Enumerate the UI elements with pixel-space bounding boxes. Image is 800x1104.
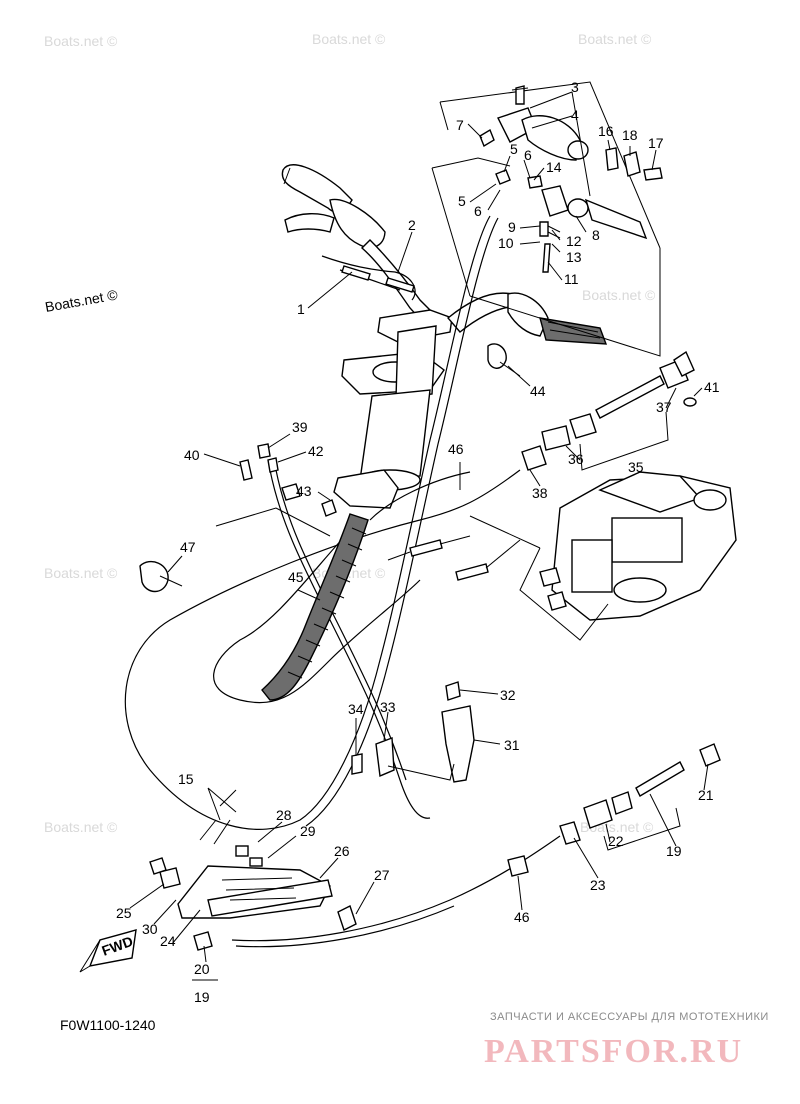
handlebar-assembly [281, 81, 663, 509]
callout-7: 7 [456, 117, 464, 133]
callout-numbers: 1 2 3 4 5 5 6 6 7 8 9 10 11 12 13 14 15 … [116, 79, 720, 1005]
callout-29: 29 [300, 823, 316, 839]
callout-43: 43 [296, 483, 312, 499]
callout-9: 9 [508, 219, 516, 235]
callout-40: 40 [184, 447, 200, 463]
callout-15: 15 [178, 771, 194, 787]
callout-6b: 6 [474, 203, 482, 219]
watermark: Boats.net © [578, 31, 652, 47]
callout-18: 18 [622, 127, 638, 143]
callout-13: 13 [566, 249, 582, 265]
forward-arrow-icon: FWD [79, 929, 137, 973]
bracket-assembly [149, 681, 475, 951]
callout-30: 30 [142, 921, 158, 937]
callout-19: 19 [666, 843, 682, 859]
callout-44: 44 [530, 383, 546, 399]
callout-11: 11 [564, 271, 579, 287]
callout-26: 26 [334, 843, 350, 859]
callout-8: 8 [592, 227, 600, 243]
cable-routing [124, 215, 561, 948]
callout-22: 22 [608, 833, 624, 849]
callout-31: 31 [504, 737, 520, 753]
callout-2: 2 [408, 217, 416, 233]
callout-33: 33 [380, 699, 396, 715]
watermark: Boats.net © [44, 286, 120, 315]
callout-16: 16 [598, 123, 614, 139]
callout-47: 47 [180, 539, 196, 555]
diagram-code: F0W1100-1240 [60, 1017, 156, 1033]
callout-38: 38 [532, 485, 548, 501]
cable-tie-group [139, 343, 521, 593]
carburetor-assembly [469, 471, 737, 641]
callout-46: 46 [448, 441, 464, 457]
watermark: Boats.net © [44, 819, 118, 835]
callout-3: 3 [571, 79, 579, 95]
callout-27: 27 [374, 867, 390, 883]
callout-39: 39 [292, 419, 308, 435]
footer-tagline: ЗАПЧАСТИ И АКСЕССУАРЫ ДЛЯ МОТОТЕХНИКИ [490, 1011, 769, 1023]
callout-1: 1 [297, 301, 305, 317]
cable-end-parts-upper [521, 350, 697, 471]
callout-20: 20 [194, 961, 210, 977]
watermark: Boats.net © [44, 33, 118, 49]
callout-17: 17 [648, 135, 664, 151]
callout-28: 28 [276, 807, 292, 823]
callout-32: 32 [500, 687, 516, 703]
callout-19b: 19 [194, 989, 210, 1005]
callout-37: 37 [656, 399, 672, 415]
callout-36: 36 [568, 451, 584, 467]
watermark: Boats.net © [312, 31, 386, 47]
watermark: Boats.net © [582, 287, 656, 303]
small-fittings-left [215, 443, 337, 537]
footer-branding: ЗАПЧАСТИ И АКСЕССУАРЫ ДЛЯ МОТОТЕХНИКИ PA… [484, 1011, 769, 1070]
callout-45: 45 [288, 569, 304, 585]
callout-42: 42 [308, 443, 324, 459]
callout-41: 41 [704, 379, 720, 395]
watermark: Boats.net © [44, 565, 118, 581]
callout-23: 23 [590, 877, 606, 893]
footer-logo: PARTSFOR.RU [484, 1033, 743, 1070]
callout-25: 25 [116, 905, 132, 921]
callout-34: 34 [348, 701, 364, 717]
callout-5: 5 [510, 141, 518, 157]
callout-24: 24 [160, 933, 176, 949]
callout-4: 4 [571, 107, 579, 123]
leader-lines [129, 91, 709, 963]
callout-14: 14 [546, 159, 562, 175]
callout-21: 21 [698, 787, 714, 803]
callout-35: 35 [628, 459, 644, 475]
callout-10: 10 [498, 235, 514, 251]
callout-6: 6 [524, 147, 532, 163]
callout-12: 12 [566, 233, 582, 249]
callout-5b: 5 [458, 193, 466, 209]
cable-end-parts-lower [507, 743, 721, 877]
callout-46b: 46 [514, 909, 530, 925]
